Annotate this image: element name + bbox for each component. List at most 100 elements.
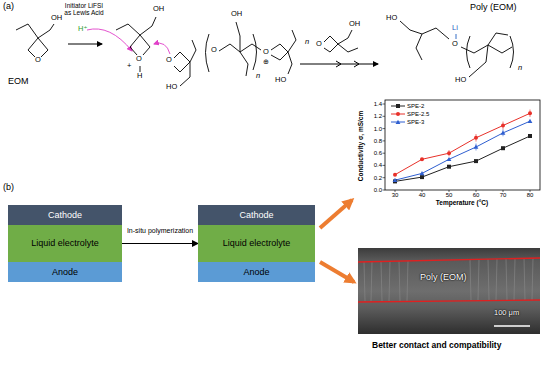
- legend-swatch: [391, 111, 405, 117]
- sem-image: [364, 262, 365, 301]
- conductivity-chart: [449, 110, 530, 157]
- sem-image: [358, 248, 540, 334]
- axis-tick: 60: [473, 192, 480, 199]
- eom-structure: [38, 24, 54, 38]
- sem-image: [407, 261, 408, 301]
- conductivity-chart: [383, 153, 386, 154]
- propagation-arrow: [336, 61, 341, 67]
- result-arrow: [320, 200, 352, 228]
- legend-marker: [396, 104, 400, 108]
- sem-image: [478, 260, 479, 300]
- atom-label: HO: [455, 76, 466, 85]
- figure-label: Better contact and compatibility: [372, 341, 501, 351]
- chain-structure: [240, 52, 248, 76]
- polymer-structure: [474, 45, 488, 53]
- conductivity-chart: [501, 131, 506, 135]
- eom-structure: [16, 24, 54, 57]
- chain-structure: [206, 34, 210, 72]
- chain-structure: [271, 44, 288, 60]
- sem-image: [371, 262, 372, 301]
- conductivity-chart: [393, 111, 532, 176]
- figure-label: 100 μm: [494, 309, 519, 318]
- edge-label: In-situ polymerization: [126, 227, 194, 235]
- eom-structure: [16, 24, 38, 38]
- conductivity-chart: [474, 159, 478, 163]
- sem-image: [470, 260, 471, 300]
- intermediate-structure: [190, 40, 196, 62]
- layer-label: Anode: [243, 267, 269, 277]
- sem-image: [506, 259, 507, 300]
- reaction-arrow: [68, 44, 102, 45]
- conductivity-chart: [383, 104, 386, 105]
- conductivity-chart: [395, 113, 530, 174]
- intermediate-structure: [116, 24, 140, 35]
- conductivity-chart: [422, 190, 423, 192]
- axis-tick: 30: [392, 192, 399, 199]
- legend-entry: SPE-3: [391, 119, 424, 126]
- polymer-structure: [467, 36, 471, 68]
- conductivity-chart: [501, 124, 505, 128]
- polymer-structure: [456, 34, 457, 39]
- chain-structure: [288, 52, 292, 74]
- conductivity-chart: [503, 190, 504, 192]
- sem-image: [358, 300, 540, 302]
- legend-entry: SPE-2: [391, 103, 424, 110]
- sem-image: [381, 262, 382, 301]
- sem-image: [494, 325, 530, 327]
- conductivity-chart: [383, 165, 386, 166]
- chain-structure: [219, 44, 240, 52]
- atom-label: O: [452, 40, 458, 49]
- process-arrow: [122, 243, 198, 244]
- sem-image: [532, 258, 533, 300]
- compound-name: EOM: [8, 76, 29, 86]
- sem-image: [488, 259, 489, 300]
- conductivity-chart: [383, 104, 531, 192]
- intermediate-structure: [180, 62, 190, 86]
- conductivity-chart: [447, 151, 451, 155]
- monomer-structure: [338, 44, 358, 52]
- polymer-structure: [469, 45, 488, 77]
- panel-tag: (a): [3, 1, 14, 11]
- sem-image: [364, 258, 533, 301]
- chain-structure: [236, 22, 240, 52]
- conductivity-chart: [393, 178, 398, 182]
- layer-box: Cathode: [8, 205, 122, 225]
- atom-label: HO: [275, 76, 286, 85]
- layer-label: Anode: [52, 267, 78, 277]
- reagent-note: Initiator LiFSI as Lewis Acid: [62, 2, 106, 17]
- polymer-structure: [422, 28, 449, 39]
- conductivity-chart: [476, 130, 503, 151]
- propagation-arrow: [300, 64, 378, 65]
- atom-label: HO: [386, 14, 397, 23]
- conductivity-chart: [449, 190, 450, 192]
- chain-structure: [206, 22, 297, 76]
- conductivity-chart: [528, 119, 533, 123]
- conductivity-chart: [393, 134, 532, 183]
- axis-tick: 70: [500, 192, 507, 199]
- monomer-structure: [338, 30, 352, 44]
- result-arrow: [320, 262, 354, 282]
- conductivity-chart: [383, 177, 386, 178]
- layer-box: Liquid electrolyte: [198, 225, 315, 262]
- axis-title: Temperature (°C): [436, 199, 488, 206]
- atom-label: OH: [231, 10, 242, 19]
- atom-label: n: [256, 72, 260, 81]
- conductivity-chart: [476, 190, 477, 192]
- polymer-structure: [488, 33, 508, 45]
- axis-tick: 1.4: [374, 101, 382, 108]
- atom-label: OH: [51, 14, 62, 23]
- atom-label: O: [316, 40, 322, 49]
- polymer-structure: [416, 34, 422, 60]
- polymer-structure: [510, 36, 514, 68]
- conductivity-chart: [474, 136, 478, 140]
- chain-structure: [240, 44, 261, 52]
- axis-tick: 0.4: [374, 162, 382, 169]
- sem-image: [358, 258, 540, 262]
- intermediate-structure: [130, 35, 150, 55]
- electron-arrow: [87, 29, 132, 51]
- figure-label: Poly (EOM): [420, 272, 467, 282]
- conductivity-chart: [447, 157, 452, 161]
- atom-label: HO: [166, 83, 177, 92]
